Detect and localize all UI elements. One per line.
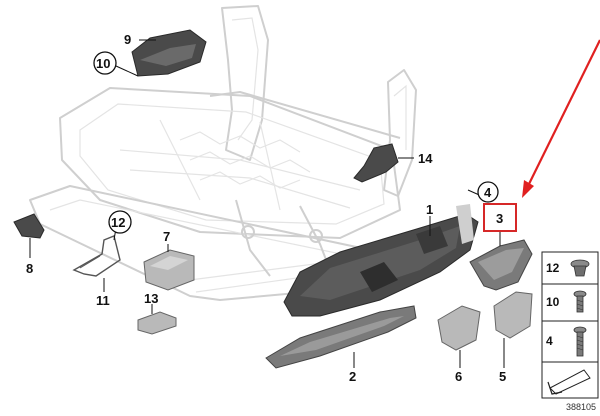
- nut-icon: [570, 259, 590, 277]
- callout-14: 14: [418, 151, 433, 166]
- callout-3-highlight-box: [483, 203, 517, 232]
- callout-6: 6: [455, 369, 462, 384]
- callout-10: 10: [96, 56, 110, 71]
- callout-4-circle: [477, 181, 499, 203]
- part-5-cap: [493, 291, 533, 368]
- part-2-lower-trim: [265, 305, 417, 369]
- legend-row-1-number: 12: [546, 261, 560, 275]
- long-screw-icon: [573, 326, 587, 357]
- callout-11: 11: [96, 293, 110, 308]
- part-1-side-trim: [283, 189, 487, 317]
- fastener-legend: 12 10 4: [541, 251, 599, 399]
- reference-number: 388105: [566, 402, 596, 412]
- callout-12-circle: [108, 210, 132, 234]
- callout-3: 3: [496, 211, 503, 226]
- callout-10-circle: [93, 51, 117, 75]
- part-7-cap: [143, 244, 195, 291]
- direction-arrow-icon: [547, 369, 591, 395]
- short-screw-icon: [573, 290, 587, 313]
- seat-frame: [29, 5, 417, 301]
- red-arrow-icon: [522, 39, 600, 198]
- legend-row-2-number: 10: [546, 295, 560, 309]
- legend-row-3-number: 4: [546, 334, 553, 348]
- part-3-cover: [469, 232, 533, 291]
- callouts: 1 2 5 6 7 8 9 11 13 14 10 12 4 3: [26, 32, 517, 384]
- callout-1: 1: [426, 202, 433, 217]
- callout-8: 8: [26, 261, 33, 276]
- part-14-lever: [353, 143, 414, 183]
- part-6-cap: [437, 305, 481, 368]
- part-8-trim: [13, 213, 45, 258]
- callout-2: 2: [349, 369, 356, 384]
- callout-13: 13: [144, 291, 158, 306]
- callout-9: 9: [124, 32, 131, 47]
- callout-12: 12: [111, 215, 125, 230]
- callout-5: 5: [499, 369, 506, 384]
- callout-4: 4: [484, 185, 492, 200]
- part-9-backrest-cover: [131, 29, 207, 77]
- part-13-clip: [137, 304, 177, 335]
- callout-7: 7: [163, 229, 170, 244]
